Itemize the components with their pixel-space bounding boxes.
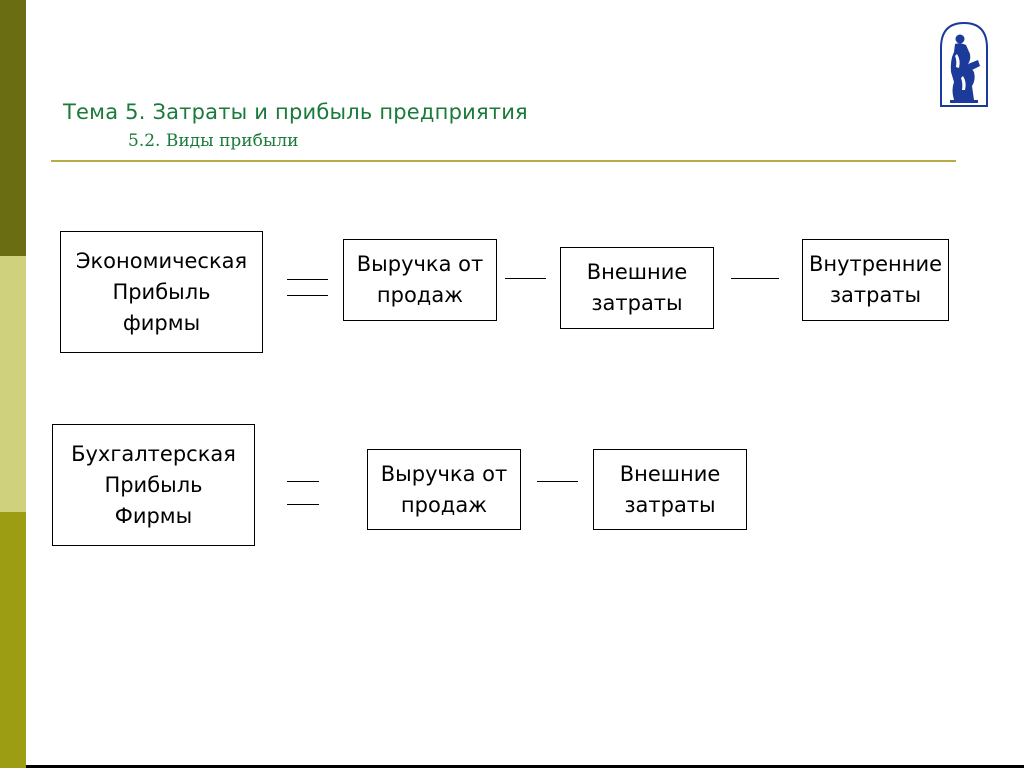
- internal-costs-box: Внутренние затраты: [802, 239, 949, 321]
- equals-sign-line-bottom: [287, 295, 328, 296]
- equals-sign-line-top: [287, 279, 328, 280]
- sales-revenue-box: Выручка от продаж: [367, 449, 521, 530]
- minus-sign: [505, 278, 546, 279]
- equals-sign-line-bottom: [287, 504, 319, 505]
- slide-subtitle: 5.2. Виды прибыли: [128, 131, 299, 151]
- equals-sign-line-top: [287, 481, 319, 482]
- side-bar-top: [0, 0, 26, 256]
- external-costs-box: Внешние затраты: [560, 247, 714, 329]
- slide-title: Тема 5. Затраты и прибыль предприятия: [63, 100, 528, 124]
- side-bar-middle: [0, 256, 26, 512]
- sales-revenue-box: Выручка от продаж: [343, 239, 497, 321]
- minus-sign: [731, 278, 779, 279]
- university-statue-logo-icon: [940, 21, 988, 107]
- external-costs-box: Внешние затраты: [593, 449, 747, 530]
- side-bar-bottom: [0, 512, 26, 768]
- minus-sign: [537, 481, 578, 482]
- bottom-border: [26, 765, 1024, 768]
- accounting-profit-box: Бухгалтерская Прибыль Фирмы: [52, 424, 255, 546]
- economic-profit-box: Экономическая Прибыль фирмы: [60, 231, 263, 353]
- title-rule: [51, 160, 956, 162]
